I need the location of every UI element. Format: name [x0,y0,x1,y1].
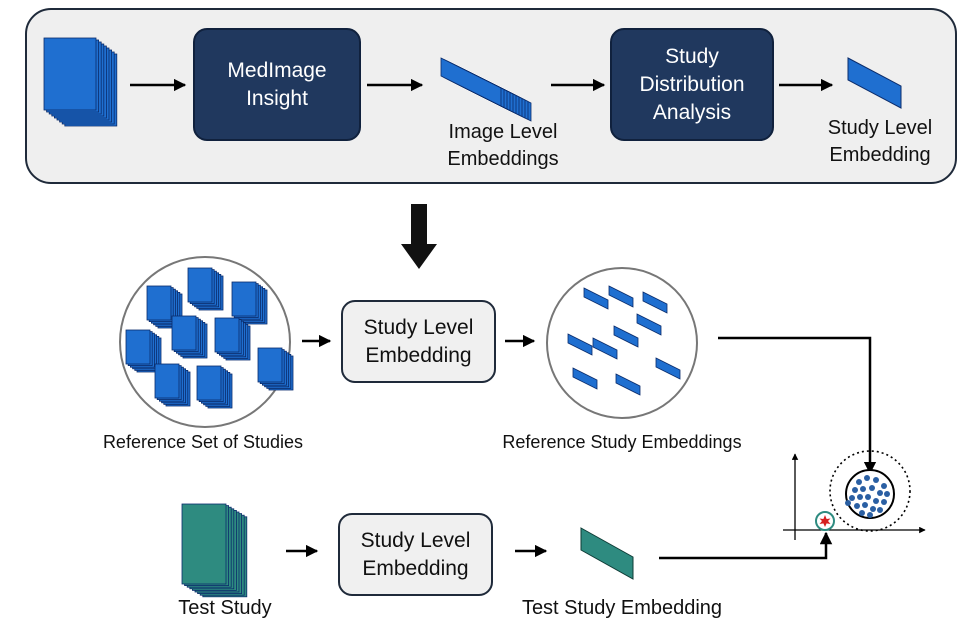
ref-box-line-1: Study Level [363,315,474,339]
study-level-line-2: Embedding [829,144,931,166]
distribution-dot-9 [884,491,890,497]
image-level-line-1: Image Level [448,121,558,143]
reference-set-label: Reference Set of Studies [102,432,304,452]
distribution-dot-21 [845,500,851,506]
distribution-dot-4 [881,483,887,489]
distribution-dot-16 [862,502,868,508]
distribution-dot-19 [859,510,865,516]
reference-embedding-4 [636,313,662,336]
distribution-dot-11 [857,494,863,500]
reference-embedding-shapes [567,285,681,396]
reference-stack-2 [187,267,224,311]
distribution-dot-20 [867,512,873,518]
distribution-dot-6 [860,486,866,492]
image-embeddings-stack [440,57,532,122]
distribution-dot-1 [856,479,862,485]
distribution-dot-7 [869,485,875,491]
test-study-stack [181,503,248,598]
reference-stack-7 [257,347,294,391]
connector-test-to-plot [659,531,833,560]
reference-stack-1 [146,285,183,329]
reference-embedding-10 [615,373,641,396]
outlier-star-icon [819,515,831,527]
reference-embedding-8 [655,357,681,380]
reference-embedding-5 [613,325,639,348]
reference-embedding-6 [567,333,593,356]
distribution-dot-5 [852,487,858,493]
image-level-line-2: Embeddings [447,148,559,170]
input-image-stack [43,37,118,127]
reference-embedding-9 [572,367,598,390]
ref-box-line-2: Embedding [365,343,472,367]
reference-stack-4 [171,315,208,359]
reference-study-level-box: Study Level Embedding [341,300,496,383]
distribution-boundary [829,450,911,532]
down-arrow [401,204,437,269]
analysis-line-1: Study [665,44,719,68]
test-study-level-box: Study Level Embedding [338,513,493,596]
reference-stack-8 [154,363,191,407]
reference-stack-3 [231,281,268,325]
medimage-line-1: MedImage [227,58,327,82]
test-study-label: Test Study [178,597,272,619]
distribution-dot-17 [870,506,876,512]
study-level-line-1: Study Level [827,117,933,139]
analysis-line-2: Distribution [639,72,745,96]
reference-embeddings-label: Reference Study Embeddings [502,432,742,452]
reference-stack-6 [125,329,162,373]
distribution-dot-3 [873,477,879,483]
reference-embedding-1 [583,287,609,310]
reference-embedding-3 [642,291,668,314]
reference-embedding-7 [592,337,618,360]
medimage-insight-box: MedImage Insight [193,28,361,141]
study-embedding-shape [847,57,902,109]
image-stacks [43,37,532,598]
medimage-line-2: Insight [246,86,308,110]
test-embedding-label: Test Study Embedding [521,597,723,619]
test-box-line-2: Embedding [362,556,469,580]
reference-stack-5 [214,317,251,361]
distribution-dot-12 [865,494,871,500]
distribution-dot-8 [877,490,883,496]
study-level-label: Study Level Embedding [810,115,950,169]
reference-stack-9 [196,365,233,409]
distribution-dots [845,475,890,518]
distribution-dot-18 [877,507,883,513]
analysis-line-3: Analysis [652,100,732,124]
image-level-label: Image Level Embeddings [423,119,583,173]
study-distribution-box: Study Distribution Analysis [610,28,774,141]
test-box-line-1: Study Level [360,528,471,552]
distribution-dot-15 [854,503,860,509]
distribution-dot-13 [873,498,879,504]
reference-embedding-2 [608,285,634,308]
reference-stacks [125,267,294,409]
test-embedding-shape [580,527,634,580]
distribution-dot-14 [881,499,887,505]
distribution-dot-10 [849,495,855,501]
connector-ref-to-plot [718,336,877,475]
distribution-dot-2 [864,475,870,481]
